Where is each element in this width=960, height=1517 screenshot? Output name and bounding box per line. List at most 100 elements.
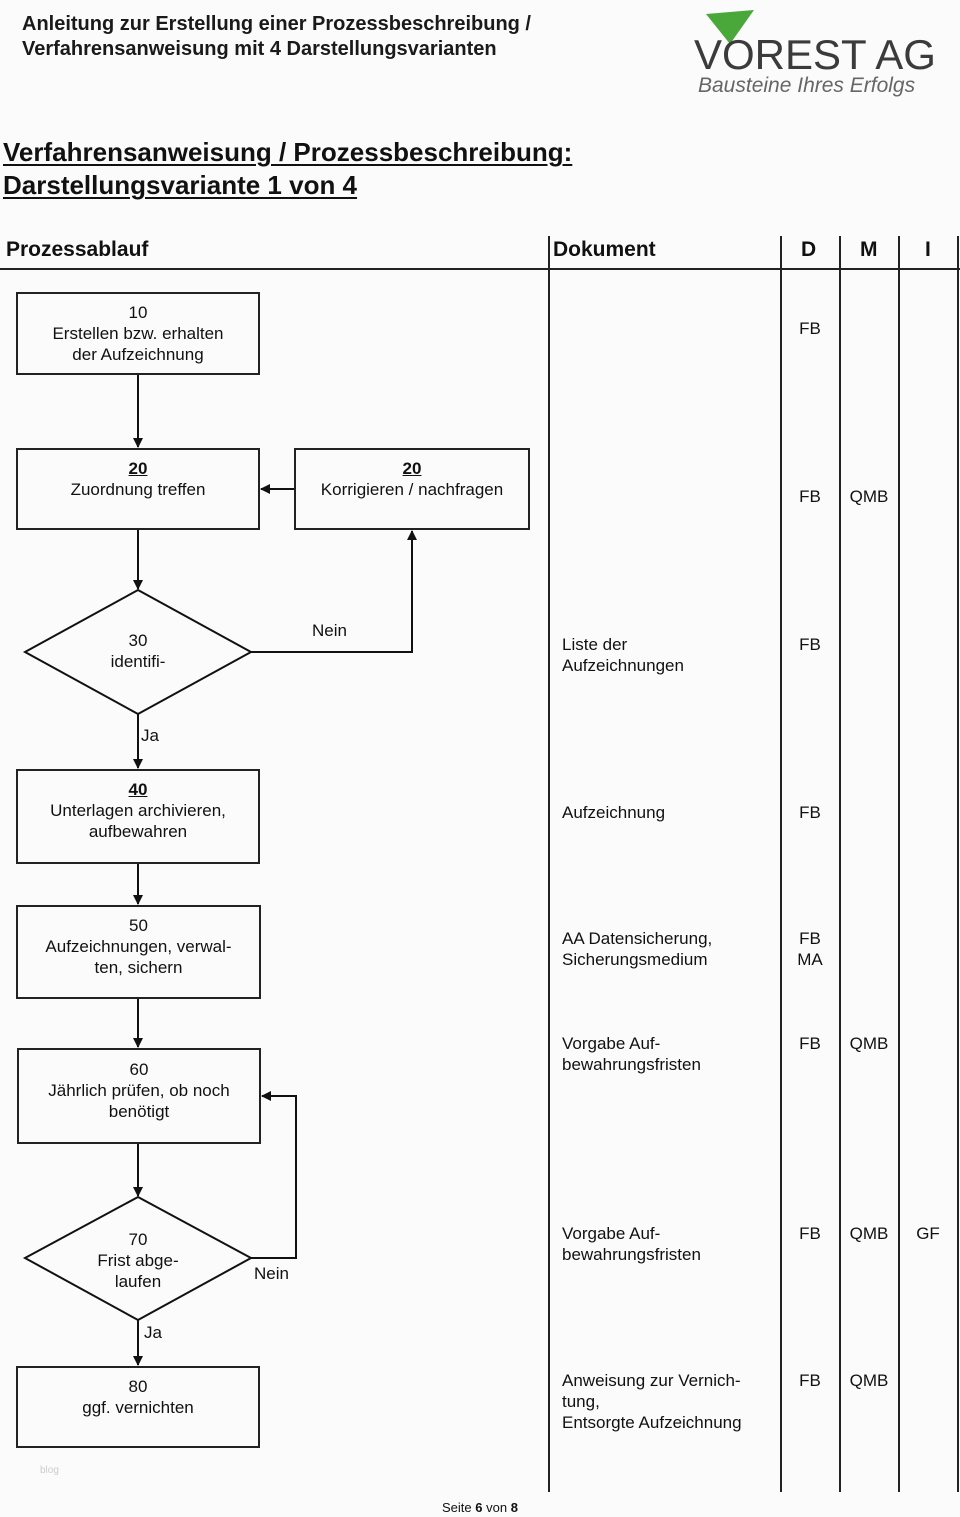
arrow-70-60 [251,1091,297,1259]
arrow-30-20b [251,530,417,653]
page-heading-line1: Verfahrensanweisung / Prozessbeschreibun… [3,137,573,167]
logo-tagline: Bausteine Ihres Erfolgs [698,74,916,97]
decision-diamond-70 [22,1195,254,1322]
responsibility-d: FB [799,319,821,338]
document-title-line2: Verfahrensanweisung mit 4 Darstellungsva… [22,38,497,60]
footer-mid: von [486,1500,508,1515]
document-text: Aufzeichnung [562,803,666,822]
document-text: bewahrungsfristen [562,1245,701,1264]
step-text: Korrigieren / nachfragen [320,480,504,499]
step-text: Unterlagen archivieren, [50,801,226,820]
company-logo: VOREST AG Bausteine Ihres Erfolgs [690,4,940,104]
column-header-d: D [801,238,817,261]
document-text: Aufzeichnungen [562,656,684,675]
responsibility-m: QMB [849,1224,889,1243]
document-text: Sicherungsmedium [562,950,708,969]
process-step-20: 20 Zuordnung treffen [16,448,260,530]
decision-text-70: 70 Frist abge- laufen [58,1229,218,1292]
column-header-i: I [925,238,931,261]
branch-label-ja: Ja [144,1323,162,1342]
responsibility-d: FB [799,803,821,822]
step-number: 50 [129,916,148,935]
footer-page-total: 8 [510,1500,518,1515]
document-cell: Aufzeichnung [562,802,777,823]
responsibility-d: FB [799,1224,821,1243]
document-text: tung, [562,1392,600,1411]
branch-label-nein: Nein [254,1264,289,1283]
document-text: Vorgabe Auf- [562,1034,661,1053]
step-text: Aufzeichnungen, verwal- [45,937,232,956]
page-heading-line2: Darstellungsvariante 1 von 4 [3,170,358,200]
logo-name: VOREST AG [694,31,936,78]
document-text: Vorgabe Auf- [562,1224,661,1243]
column-divider-d [780,236,782,1492]
responsibility-d: FB [799,487,821,506]
responsibility-m: QMB [849,1034,889,1053]
responsibility-d-text: MA [797,950,823,969]
responsibility-m: QMB [849,1371,889,1390]
document-cell: Vorgabe Auf- bewahrungsfristen [562,1223,777,1265]
step-number: 80 [128,1377,148,1396]
document-text: bewahrungsfristen [562,1055,701,1074]
column-header-process: Prozessablauf [6,238,149,261]
responsibility-d-text: FB [799,929,821,948]
column-divider-document [548,236,550,1492]
column-divider-end [957,236,959,1492]
branch-label-nein: Nein [312,621,347,640]
step-number: 70 [128,1230,148,1249]
column-header-m: M [860,238,878,261]
responsibility-d: FB [799,1371,821,1390]
responsibility-d: FB MA [781,928,839,970]
document-text: Entsorgte Aufzeichnung [562,1413,742,1432]
process-step-10: 10 Erstellen bzw. erhalten der Aufzeichn… [16,292,260,375]
process-step-60: 60 Jährlich prüfen, ob noch benötigt [17,1048,261,1144]
logo-triangle-icon [706,10,754,44]
process-step-20-correction: 20 Korrigieren / nachfragen [294,448,530,530]
document-title-line1: Anleitung zur Erstellung einer Prozessbe… [22,13,531,35]
responsibility-d: FB [799,635,821,654]
step-text: Zuordnung treffen [70,480,206,499]
step-number: 30 [128,631,148,650]
responsibility-m: QMB [849,487,889,506]
document-text: AA Datensicherung, [562,929,713,948]
step-number: 20 [128,459,148,478]
page-heading: Verfahrensanweisung / Prozessbeschreibun… [3,136,572,202]
step-text: benötigt [108,1102,170,1121]
step-number: 40 [128,780,148,799]
decision-text-30: 30 identifi- [58,630,218,672]
step-text: der Aufzeichnung [72,345,204,364]
header-divider [0,268,960,270]
document-cell: Vorgabe Auf- bewahrungsfristen [562,1033,777,1075]
step-text: Jährlich prüfen, ob noch [48,1081,230,1100]
document-cell: Anweisung zur Vernich- tung, Entsorgte A… [562,1370,777,1433]
step-text: laufen [114,1272,162,1291]
process-step-40: 40 Unterlagen archivieren, aufbewahren [16,769,260,864]
column-header-document: Dokument [553,238,656,261]
process-step-80: 80 ggf. vernichten [16,1366,260,1448]
footer-prefix: Seite [442,1500,472,1515]
document-cell: Liste der Aufzeichnungen [562,634,777,676]
watermark: blog [40,1465,59,1476]
document-text: Anweisung zur Vernich- [562,1371,741,1390]
page-footer: Seite 6 von 8 [0,1500,960,1515]
step-number: 20 [402,459,422,478]
responsibility-i: GF [916,1224,940,1243]
footer-page-number: 6 [475,1500,483,1515]
decision-diamond-30 [22,588,254,716]
document-cell: AA Datensicherung, Sicherungsmedium [562,928,777,970]
branch-label-ja: Ja [141,726,159,745]
column-divider-i [898,236,900,1492]
document-title: Anleitung zur Erstellung einer Prozessbe… [22,12,531,62]
step-number: 10 [128,303,148,322]
document-text: Liste der [562,635,628,654]
step-text: Erstellen bzw. erhalten [52,324,224,343]
column-divider-m [839,236,841,1492]
step-text: identifi- [110,652,166,671]
step-text: aufbewahren [88,822,188,841]
step-text: Frist abge- [97,1251,179,1270]
step-text: ten, sichern [94,958,183,977]
process-step-50: 50 Aufzeichnungen, verwal- ten, sichern [16,905,261,999]
step-number: 60 [129,1060,149,1079]
step-text: ggf. vernichten [82,1398,194,1417]
